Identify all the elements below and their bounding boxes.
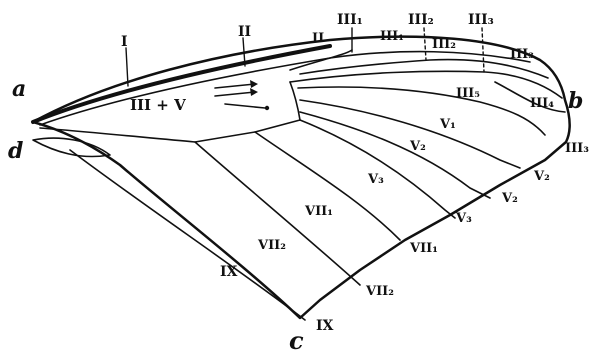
label-VII1: VII₁: [304, 204, 333, 219]
leader-II: [242, 37, 246, 67]
label-V3-edge: V₃: [455, 211, 472, 226]
vein-III2: [299, 58, 549, 79]
corner-d: d: [8, 138, 23, 164]
hindwing-lobe: [32, 137, 111, 158]
label-V2: V₂: [409, 139, 426, 154]
cell-arrow-1: [214, 83, 256, 89]
vein-III5: [297, 86, 546, 136]
label-III2-top: III₂: [408, 12, 434, 28]
label-III2-mid: III₂: [432, 37, 456, 52]
label-III3-mid: III₃: [510, 47, 534, 62]
label-VII1-edge: VII₁: [409, 241, 438, 256]
subcosta-vein: [39, 50, 531, 126]
label-III1-mid: III₁: [380, 29, 404, 44]
label-V1: V₁: [439, 117, 456, 132]
label-III1-top: III₁: [337, 12, 363, 28]
label-III4: III₄: [530, 96, 554, 111]
label-V3: V₃: [367, 172, 384, 187]
wing-outline: [31, 35, 571, 320]
cell-arrowhead-1: [250, 80, 258, 88]
vein-V2: [299, 111, 491, 199]
vein-IX: [69, 149, 306, 321]
label-I: I: [121, 34, 128, 50]
costa-vein: [31, 44, 332, 124]
corner-c: c: [289, 326, 304, 353]
leader-III3: [481, 27, 485, 73]
label-VII2: VII₂: [257, 238, 286, 253]
label-II-mid: II: [312, 31, 324, 46]
vein-V1: [299, 99, 521, 169]
corner-a: a: [12, 76, 26, 102]
vein-III3: [289, 70, 563, 99]
cell-arrow-3: [224, 103, 266, 109]
label-III-plus-V: III + V: [130, 96, 186, 114]
label-III5: III₅: [456, 86, 480, 101]
corner-b: b: [568, 88, 583, 114]
cell-arrowhead-2: [250, 88, 258, 96]
label-VII2-edge: VII₂: [365, 284, 394, 299]
label-III3-edge: III₃: [565, 141, 589, 156]
vein-V3: [299, 119, 456, 219]
label-V2-edge: V₂: [533, 169, 550, 184]
vein-III1: [289, 49, 353, 71]
cell-arrow-dot: [264, 105, 270, 111]
cell-arrow-2: [214, 91, 256, 97]
label-IX-edge: IX: [316, 318, 334, 334]
label-II-top: II: [238, 24, 251, 40]
vein-VII1: [254, 131, 401, 241]
label-V2-edge2: V₂: [501, 191, 518, 206]
vein-VII2: [194, 141, 361, 286]
label-III3-top: III₃: [468, 12, 494, 28]
leader-III2: [423, 27, 427, 61]
label-IX: IX: [220, 264, 238, 280]
leader-I: [125, 47, 129, 87]
cell-end: [289, 81, 301, 121]
vein-III4: [494, 81, 566, 113]
